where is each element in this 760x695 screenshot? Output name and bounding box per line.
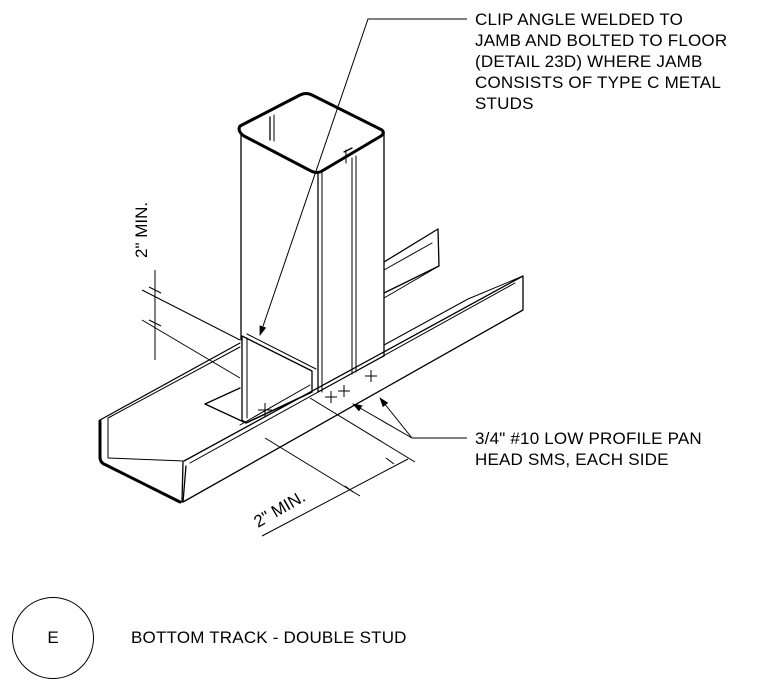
bottom-track <box>98 228 524 504</box>
screw-note-line: HEAD SMS, EACH SIDE <box>475 450 669 469</box>
clip-angle <box>204 333 317 424</box>
clip-angle-leader <box>259 18 467 336</box>
screw-note: 3/4" #10 LOW PROFILE PAN HEAD SMS, EACH … <box>475 428 702 470</box>
detail-tag-circle: E <box>12 597 94 679</box>
clip-angle-note-line: CONSISTS OF TYPE C METAL <box>475 73 721 92</box>
screw-marks <box>258 370 377 417</box>
double-stud <box>237 92 385 393</box>
screw-note-line: 3/4" #10 LOW PROFILE PAN <box>475 429 702 448</box>
clip-angle-note: CLIP ANGLE WELDED TO JAMB AND BOLTED TO … <box>475 9 727 114</box>
detail-title: BOTTOM TRACK - DOUBLE STUD <box>131 628 407 647</box>
horizontal-dimension <box>261 397 416 537</box>
clip-angle-note-line: JAMB AND BOLTED TO FLOOR <box>475 31 728 50</box>
detail-tag-letter: E <box>47 628 59 647</box>
screw-leader <box>352 397 467 439</box>
vertical-dimension-label: 2" MIN. <box>132 202 151 258</box>
clip-angle-note-line: CLIP ANGLE WELDED TO <box>475 10 684 29</box>
clip-angle-note-line: STUDS <box>475 94 534 113</box>
vertical-dimension <box>141 270 241 379</box>
clip-angle-note-line: (DETAIL 23D) WHERE JAMB <box>475 52 703 71</box>
horizontal-dimension-label: 2" MIN. <box>251 487 309 532</box>
